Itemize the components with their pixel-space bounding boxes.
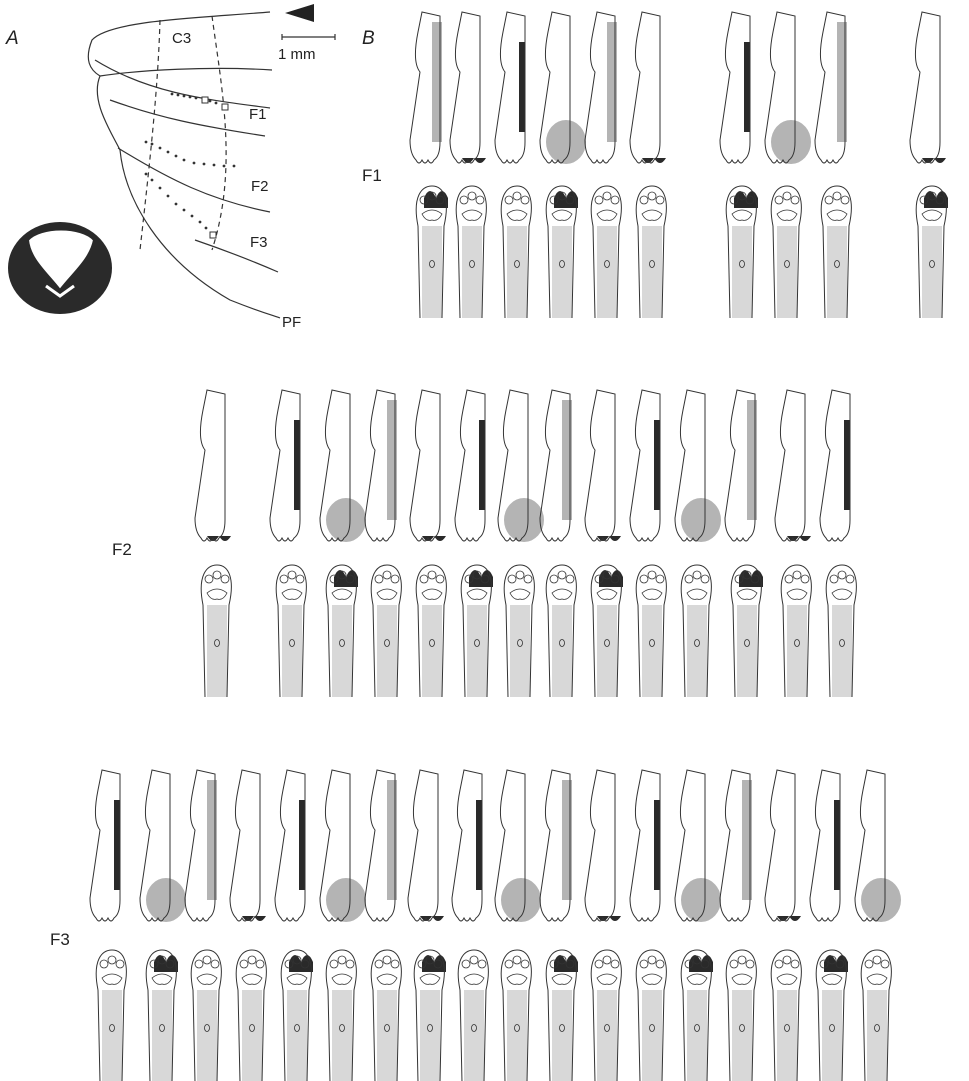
ventral-paw-view [781,565,811,697]
lateral-limb-view [275,770,305,921]
lateral-limb-view [630,12,666,163]
ventral-paw-view [276,565,306,697]
ventral-paw-view [591,950,621,1081]
lateral-limb-view [230,770,266,921]
lateral-limb-view [820,390,850,541]
cerebellum-map [88,12,280,318]
lateral-limb-view [810,770,840,921]
scale-bar [282,34,335,40]
ventral-paw-view [96,950,126,1081]
track-markers [202,97,228,238]
ventral-paw-view [591,565,623,697]
lateral-limb-view [495,770,541,922]
ventral-paw-view [916,186,948,318]
ventral-paw-view [371,565,401,697]
ventral-paw-view [591,186,621,318]
lateral-limb-view [540,770,572,921]
lateral-limb-view [452,770,482,921]
ventral-paw-view [281,950,313,1081]
ventral-paw-view [458,950,488,1081]
ventral-paw-view [681,950,713,1081]
lateral-limb-view [675,390,721,542]
ventral-paw-view [461,565,493,697]
receptive-field-drawings [90,12,948,1081]
ventral-paw-view [456,186,486,318]
lateral-limb-view [720,770,752,921]
ventral-paw-view [501,186,531,318]
lateral-limb-view [365,770,397,921]
lateral-limb-view [408,770,444,921]
lateral-limb-view [585,12,617,163]
arrowhead-icon [285,4,314,22]
lateral-limb-view [775,390,811,541]
ventral-paw-view [861,950,891,1081]
lateral-limb-view [320,770,366,922]
ventral-paw-view [726,186,758,318]
ventral-paw-view [816,950,848,1081]
lateral-limb-view [365,390,397,541]
ventral-paw-view [726,950,756,1081]
lateral-limb-view [585,390,621,541]
lateral-limb-view [540,12,586,164]
lateral-limb-view [410,390,446,541]
ventral-paw-view [326,950,356,1081]
lateral-limb-view [140,770,186,922]
lateral-limb-view [455,390,485,541]
ventral-paw-view [371,950,401,1081]
ventral-paw-view [546,950,578,1081]
lateral-limb-view [90,770,120,921]
ventral-paw-view [636,565,666,697]
ventral-paw-view [681,565,711,697]
lateral-limb-view [195,390,231,541]
ventral-paw-view [636,950,666,1081]
lateral-limb-view [725,390,757,541]
lateral-limb-view [630,390,660,541]
ventral-paw-view [191,950,221,1081]
lateral-limb-view [270,390,300,541]
lateral-limb-view [450,12,486,163]
ventral-paw-view [771,186,801,318]
lateral-limb-view [765,770,801,921]
lateral-limb-view [410,12,442,163]
ventral-paw-view [146,950,178,1081]
lateral-limb-view [185,770,217,921]
ventral-paw-view [501,950,531,1081]
lateral-limb-view [320,390,366,542]
lateral-limb-view [498,390,544,542]
lateral-limb-view [765,12,811,164]
lateral-limb-view [675,770,721,922]
ventral-paw-view [546,565,576,697]
ventral-paw-view [826,565,856,697]
ventral-paw-view [636,186,666,318]
lateral-limb-view [910,12,946,163]
lateral-limb-view [720,12,750,163]
ventral-paw-view [731,565,763,697]
ventral-paw-view [416,186,448,318]
ventral-paw-view [201,565,231,697]
lateral-limb-view [585,770,621,921]
ventral-paw-view [414,950,446,1081]
ventral-paw-view [546,186,578,318]
ventral-paw-view [771,950,801,1081]
ventral-paw-view [326,565,358,697]
lateral-limb-view [495,12,525,163]
ventral-paw-view [821,186,851,318]
lateral-limb-view [815,12,847,163]
ventral-paw-view [504,565,534,697]
lateral-limb-view [630,770,660,921]
spinal-cord-section [8,222,112,314]
ventral-paw-view [236,950,266,1081]
ventral-paw-view [416,565,446,697]
lateral-limb-view [540,390,572,541]
lateral-limb-view [855,770,901,922]
